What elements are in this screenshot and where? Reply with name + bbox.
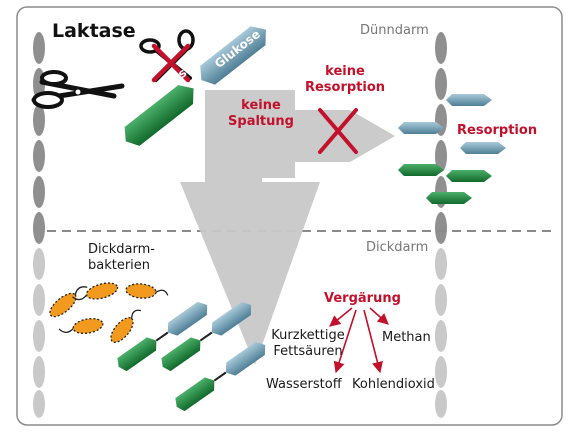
fermentation-label: Vergärung [324,291,401,306]
gray-arrows [180,90,395,365]
diagram-title: Laktase [52,20,136,42]
product-methane: Methan [382,330,431,345]
colon-lactose [117,301,266,412]
right-wall-lower [435,248,447,418]
bacteria-label: Dickdarm-bakterien [88,242,155,273]
region-label-small-intestine: Dünndarm [360,23,429,38]
no-cleavage-label: keine Spaltung [228,98,294,129]
scissors-icon [31,70,125,109]
region-label-large-intestine: Dickdarm [366,240,429,255]
bacteria [49,282,169,343]
product-hydrogen: Wasserstoff [266,377,342,392]
product-fatty-acids: Kurzkettige Fettsäuren [271,328,345,359]
product-carbon-dioxide: Kohlendioxid [352,377,435,392]
cross-icon [318,108,358,154]
resorbed-molecules [398,94,506,204]
fermentation-arrows [329,307,389,374]
resorption-label: Resorption [457,123,538,138]
no-resorption-label: keine Resorption [304,64,386,95]
glucose-molecule [200,26,266,85]
galactose-molecule [124,85,194,146]
scissors-crossed-icon [139,29,195,83]
left-wall-lower [33,248,45,418]
